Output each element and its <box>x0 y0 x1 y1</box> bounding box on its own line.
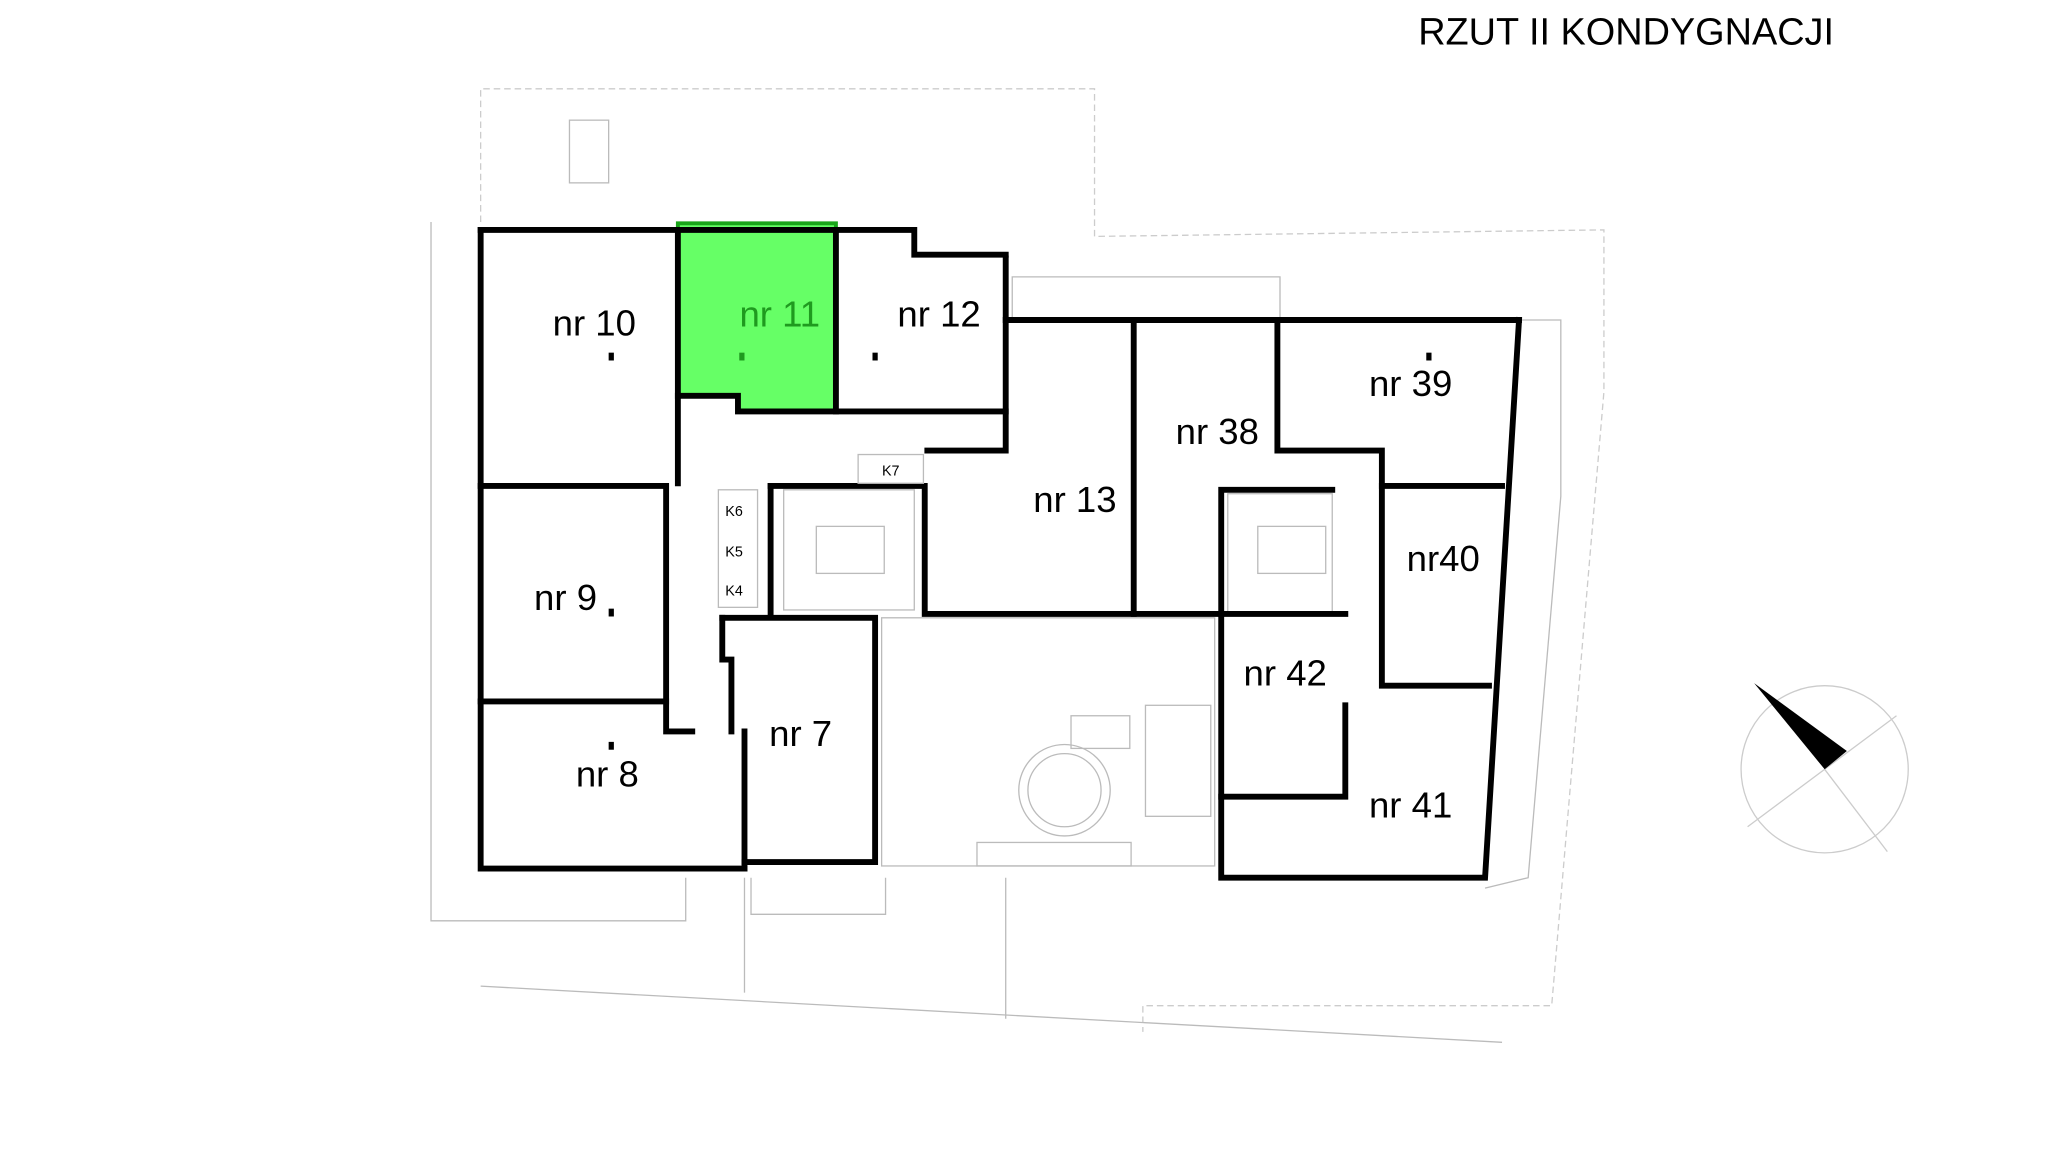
site-outline <box>430 88 1605 1043</box>
room-label-nr-7[interactable]: nr 7 <box>769 713 832 754</box>
room-label-nr-9[interactable]: nr 9 <box>534 577 597 618</box>
room-label-nr-38[interactable]: nr 38 <box>1176 411 1259 452</box>
room-label-nr-41[interactable]: nr 41 <box>1369 785 1452 826</box>
storage-label-k5: K5 <box>725 544 743 560</box>
room-label-nr-12[interactable]: nr 12 <box>897 294 980 335</box>
walls <box>477 226 1523 881</box>
room-label-nr-39[interactable]: nr 39 <box>1369 363 1452 404</box>
room-label-nr-13[interactable]: nr 13 <box>1033 479 1116 520</box>
storage-label-k4: K4 <box>725 584 743 600</box>
room-label-nr-40[interactable]: nr40 <box>1407 538 1480 579</box>
room-label-nr-42[interactable]: nr 42 <box>1244 653 1327 694</box>
storage-label-k7: K7 <box>882 463 900 479</box>
room-label-nr-8[interactable]: nr 8 <box>576 753 639 794</box>
north-arrow-icon <box>1740 683 1909 854</box>
room-label-nr-11[interactable]: nr 11 <box>739 294 820 335</box>
room-markers <box>608 352 1432 750</box>
storage-label-k6: K6 <box>725 504 743 520</box>
room-label-nr-10[interactable]: nr 10 <box>553 303 636 344</box>
plan-title: RZUT II KONDYGNACJI <box>1418 11 1834 53</box>
